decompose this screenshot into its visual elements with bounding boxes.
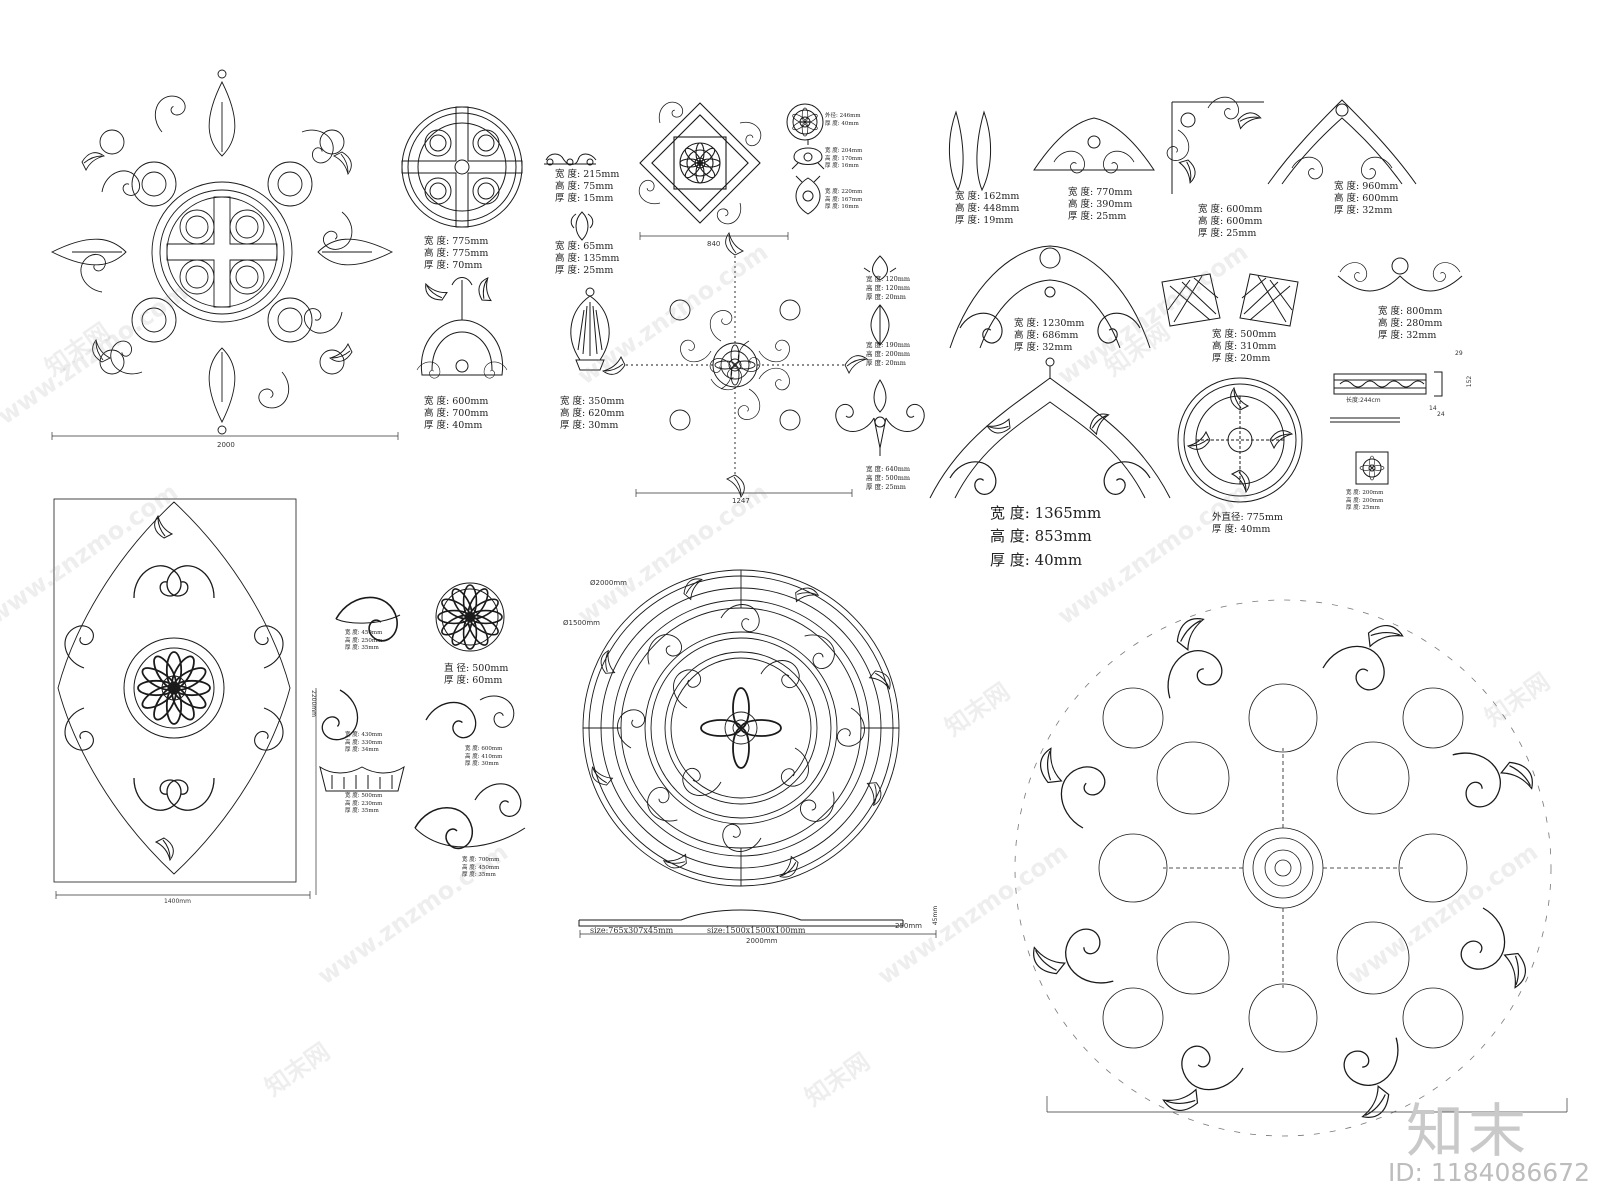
ornament-floral-medallion-large	[1014, 599, 1552, 1137]
ornament-medallion-220	[795, 175, 821, 215]
dimension-moulding-thickness: 29	[1455, 350, 1463, 357]
ornament-swag-800	[1337, 257, 1463, 292]
ornament-cross-1247	[602, 232, 868, 498]
dimension-dia1500: Ø1500mm	[563, 619, 600, 627]
ornament-profile-section	[578, 909, 904, 927]
dimension-840: 840	[707, 240, 721, 248]
ornament-medallion-204	[791, 139, 825, 170]
ornament-border-strip-215	[544, 153, 597, 166]
ornament-scroll-700	[414, 783, 526, 850]
ornament-rosette-246	[786, 103, 824, 141]
dimension-2000mm: 2000mm	[746, 937, 778, 945]
ornament-bud-190	[870, 304, 890, 346]
ornament-scroll-450	[335, 596, 401, 642]
ornament-round-panel-775	[401, 106, 523, 228]
dimension-moulding-length: 长度:244cm	[1346, 397, 1381, 404]
dimension-size-small: size:765x307x45mm	[590, 926, 674, 935]
ornament-bud-120	[863, 255, 897, 281]
dimension-2200mm: 2200mm	[309, 690, 317, 717]
dimension-moulding-height: 152	[1466, 375, 1474, 388]
dimension-250mm: 250mm	[895, 922, 922, 930]
dimension-moulding-b: 24	[1437, 411, 1445, 418]
ornament-palmette-350	[570, 287, 610, 371]
dimension-size-large: size:1500x1500x100mm	[707, 926, 806, 935]
ornament-ceiling-rose-775	[1177, 377, 1303, 503]
ornament-diamond-panel-1400	[53, 498, 297, 883]
ornament-arch-960	[1267, 99, 1417, 185]
ornament-scroll-600	[425, 687, 521, 739]
ornament-rosette-500	[435, 582, 505, 652]
ornament-crown-500	[319, 765, 405, 792]
ornament-medallion-2000	[50, 69, 394, 435]
ornament-arch-1230	[949, 245, 1151, 349]
ornament-arch-1365	[929, 357, 1171, 499]
ornament-scroll-162	[949, 110, 991, 192]
ornament-moulding-244	[1330, 371, 1443, 423]
dimension-lines	[51, 232, 1568, 1113]
ornament-small-leaf-65	[570, 211, 594, 241]
ornament-fan-640	[835, 379, 925, 456]
ornament-arch-770	[1033, 117, 1155, 174]
dimension-moulding-a: 14	[1429, 405, 1437, 412]
ornament-block-200	[1355, 451, 1389, 485]
dimension-2000: 2000	[217, 441, 235, 449]
ornament-lattice-500	[1161, 273, 1299, 327]
brand-logo: 知末	[1405, 1097, 1530, 1165]
dimension-dia2000: Ø2000mm	[590, 579, 627, 587]
dimension-1247: 1247	[732, 497, 750, 505]
image-id: ID: 1184086672	[1387, 1158, 1590, 1187]
dimension-45mm: 45mm	[932, 905, 940, 926]
ornament-round-medallion-2000	[582, 569, 900, 887]
ornament-corner-600	[1166, 96, 1264, 194]
ornament-square-medallion-840	[634, 97, 766, 229]
dimension-1400mm: 1400mm	[164, 898, 191, 905]
ornament-shell-600	[416, 275, 508, 379]
